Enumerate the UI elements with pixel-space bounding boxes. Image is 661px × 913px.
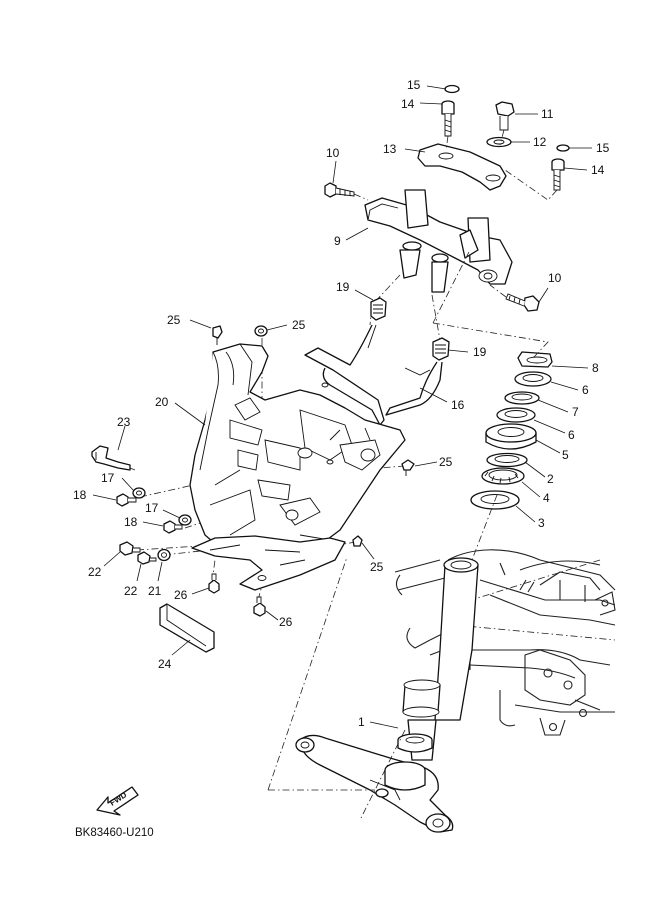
callout-19: 19 (473, 345, 487, 359)
callout-22: 22 (88, 565, 102, 579)
callout-4: 4 (543, 491, 550, 505)
callout-24: 24 (158, 657, 172, 671)
handlebar-holder (417, 143, 507, 191)
callout-19: 19 (336, 280, 350, 294)
meter-bracket (189, 343, 406, 563)
callout-25: 25 (292, 318, 306, 332)
upper-bracket (364, 189, 513, 293)
callout-22: 22 (124, 584, 138, 598)
callout-5: 5 (562, 448, 569, 462)
callout-2: 2 (547, 472, 554, 486)
callout-3: 3 (538, 516, 545, 530)
callout-14: 14 (401, 97, 415, 111)
callout-7: 7 (572, 405, 579, 419)
leader-lines (92, 85, 592, 729)
callout-8: 8 (592, 361, 599, 375)
callout-6: 6 (568, 428, 575, 442)
callout-25: 25 (167, 313, 181, 327)
top-bolts (324, 84, 570, 312)
callout-15: 15 (407, 78, 421, 92)
callout-10: 10 (548, 271, 562, 285)
callout-26: 26 (174, 588, 188, 602)
callout-15: 15 (596, 141, 610, 155)
callout-16: 16 (451, 398, 465, 412)
callout-13: 13 (383, 142, 397, 156)
callout-11: 11 (541, 107, 554, 121)
bearing-stack (470, 351, 553, 510)
callout-17: 17 (101, 471, 115, 485)
callout-10: 10 (326, 146, 340, 160)
document-code: BK83460-U210 (75, 827, 154, 839)
cable-stay (304, 297, 450, 426)
callout-21: 21 (148, 584, 162, 598)
steering-head-pipe (402, 557, 479, 761)
lower-bracket (295, 733, 454, 833)
callout-17: 17 (145, 501, 159, 515)
callout-18: 18 (124, 515, 138, 529)
callout-25: 25 (370, 560, 384, 574)
callout-18: 18 (73, 488, 87, 502)
lower-plate (191, 535, 346, 591)
callout-12: 12 (533, 135, 547, 149)
callout-25: 25 (439, 455, 453, 469)
fwd-arrow-icon: FWD (96, 786, 139, 816)
callout-14: 14 (591, 163, 605, 177)
callout-6: 6 (582, 383, 589, 397)
left-small-parts (91, 325, 415, 653)
callout-labels: 15 14 11 12 13 15 14 10 9 10 19 19 25 25… (73, 78, 610, 729)
callout-1: 1 (358, 715, 365, 729)
callout-23: 23 (117, 415, 131, 429)
callout-26: 26 (279, 615, 293, 629)
callout-20: 20 (155, 395, 169, 409)
callout-9: 9 (334, 234, 341, 248)
